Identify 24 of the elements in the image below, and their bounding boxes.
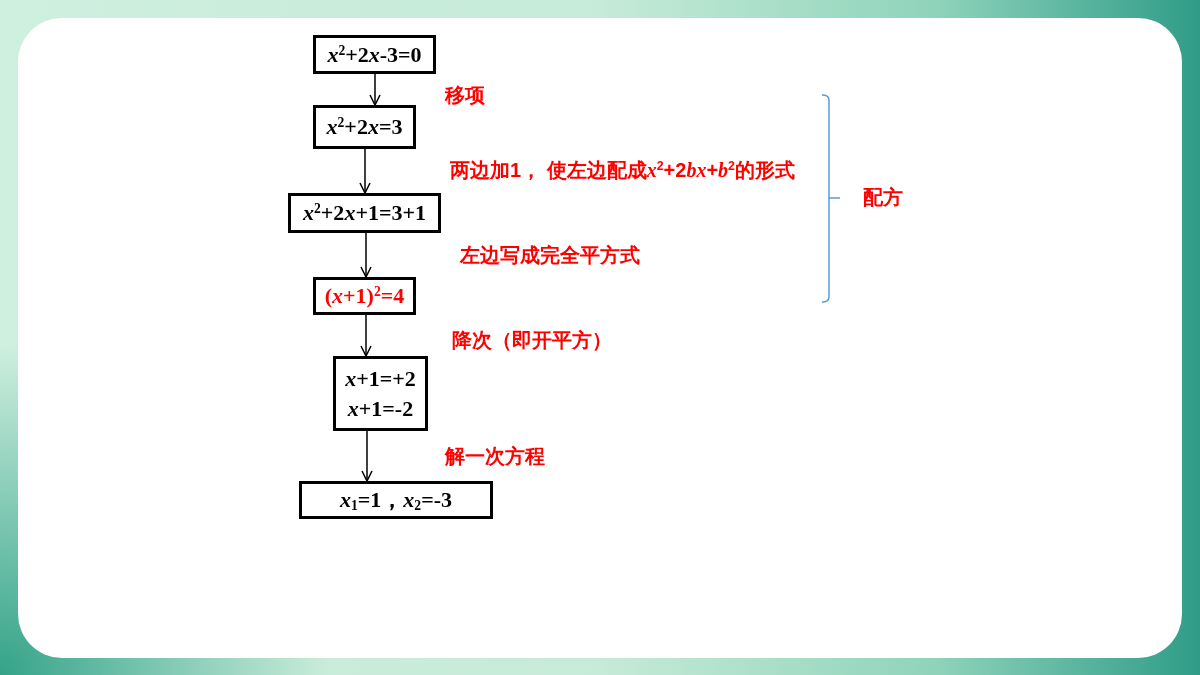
edge-label: 移项: [445, 83, 485, 108]
arrow: [359, 148, 371, 194]
arrow: [369, 73, 381, 106]
equation-box: [313, 277, 416, 315]
equation-box: [299, 481, 493, 519]
edge-label: 左边写成完全平方式: [460, 243, 640, 268]
brace-label: 配方: [863, 185, 903, 210]
edge-label: 解一次方程: [445, 444, 545, 469]
equation: x$^{2}$+2x=3: [326, 113, 403, 141]
equation-box: [313, 105, 416, 149]
equation: x+1=-2: [347, 394, 414, 423]
arrow: [361, 430, 373, 482]
edge-label: 两边加1， 使左边配成x$^{2}$+2bx+b$^{2}$的形式: [450, 158, 795, 183]
equation-box: [333, 356, 428, 431]
equation: x$^{2}$+2x-3=0: [327, 40, 422, 69]
edge-label: 降次（即开平方）: [452, 328, 612, 353]
equation-box: [288, 193, 441, 233]
equation: x$^{2}$+2x+1=3+1: [303, 199, 426, 227]
equation-box: [313, 35, 436, 74]
equation: x$_{1}$=1，x$_{2}$=-3: [339, 486, 452, 515]
arrow: [360, 232, 372, 278]
equation: (x+1)$^{2}$=4: [324, 282, 405, 310]
equation: x+1=+2: [345, 364, 416, 393]
arrow: [360, 314, 372, 357]
